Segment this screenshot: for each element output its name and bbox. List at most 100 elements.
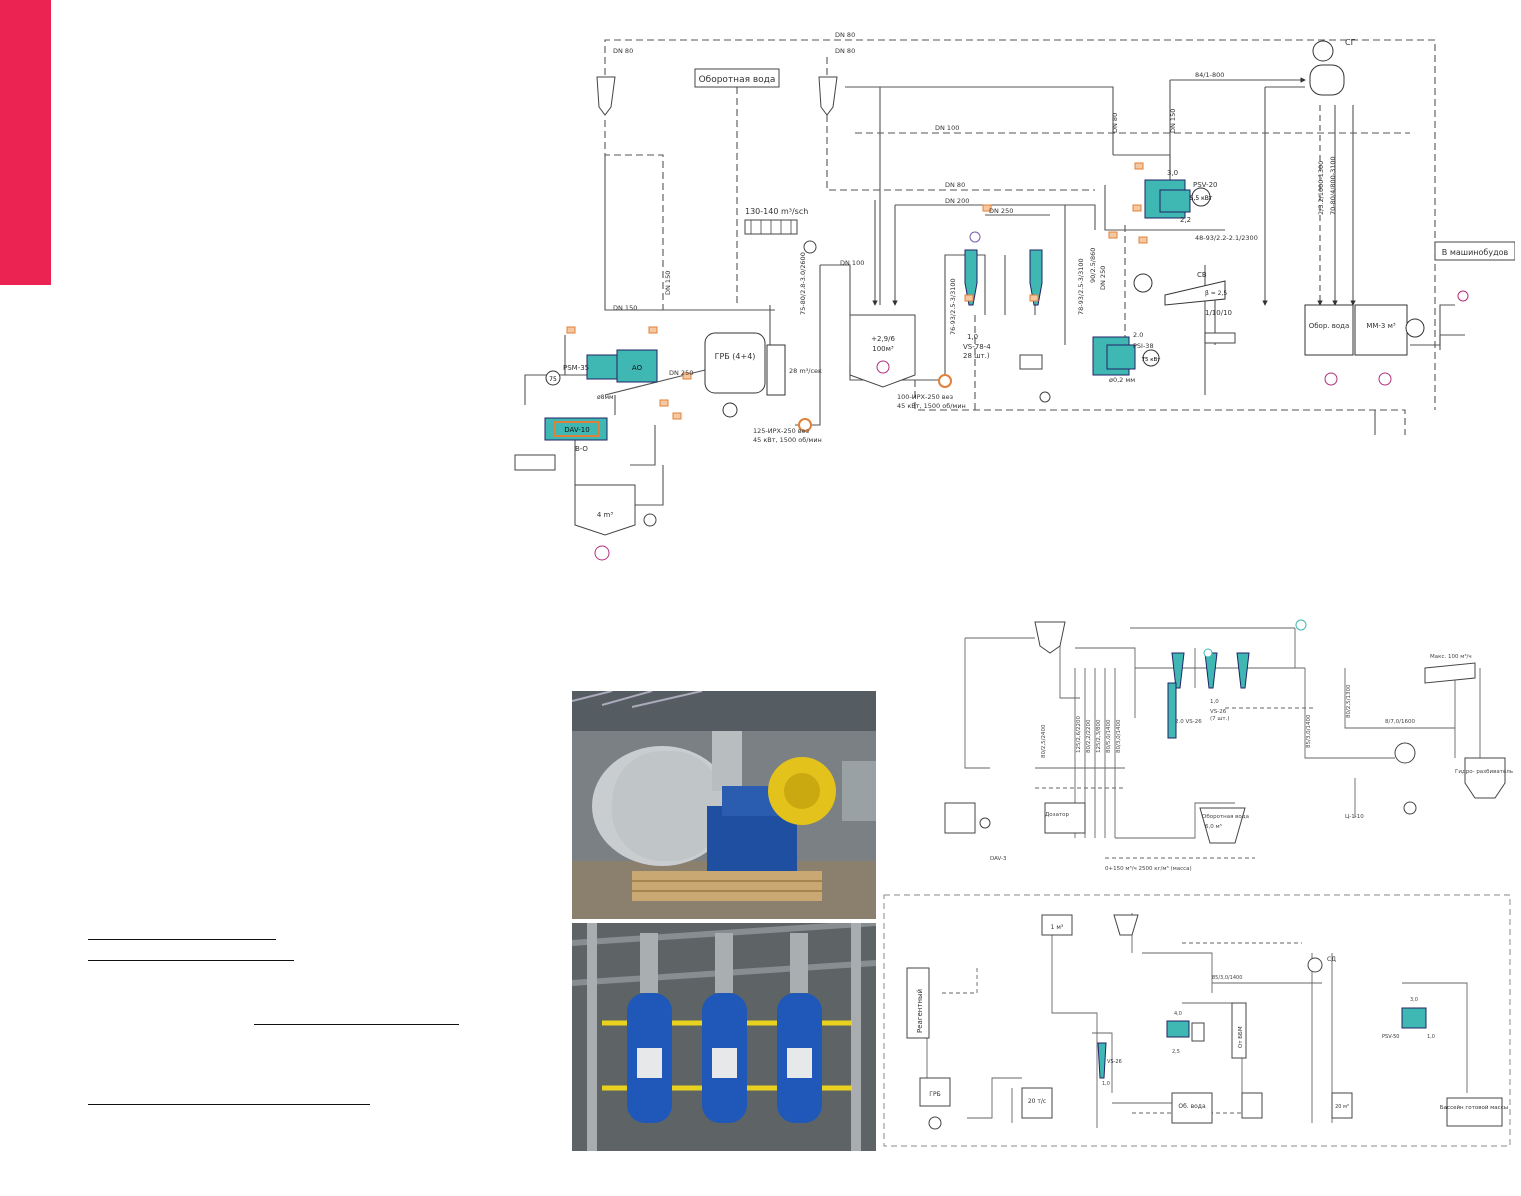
screen-lo4: 75 кВт xyxy=(1141,357,1161,363)
motor-75-label: 75 xyxy=(549,376,557,383)
tank-left-label: 4 m³ xyxy=(597,511,613,519)
chest-right: ММ-3 м³ xyxy=(1366,322,1396,330)
line-800: 84/1-800 xyxy=(1195,71,1224,79)
pipe-r2: 70-80/4/800-3100 xyxy=(1329,156,1337,215)
flow-rate-label: 130-140 m³/sch xyxy=(745,207,808,216)
rb-tank1: 20 т/с xyxy=(1028,1098,1046,1105)
screen-2: 2,2 xyxy=(1180,216,1191,224)
rb-small2: 2,5 xyxy=(1172,1049,1180,1055)
line-dn80-r: DN 80 xyxy=(1111,113,1119,133)
main-process-diagram: Оборотная вода 130-140 m³/sch ГРБ (4+4) … xyxy=(514,31,1515,561)
line-dn150-r: DN 150 xyxy=(1169,109,1177,133)
rt-right2: 80/2,5/1300 xyxy=(1346,684,1352,718)
underline-1 xyxy=(88,939,276,940)
rt-label-r2: Гидро- разбиватель xyxy=(1455,769,1513,775)
flow-28-label: 28 m³/сек xyxy=(789,367,822,375)
pulper-photo xyxy=(572,691,876,919)
pulper-label: ГРБ (4+4) xyxy=(715,352,756,361)
line-dn80-a: DN 80 xyxy=(613,47,633,55)
rb-reagent: Реагентный xyxy=(916,989,924,1033)
rt-vert3: 80/2,2/2200 xyxy=(1086,719,1092,753)
pipe-fine: 48-93/2.2-2.1/2300 xyxy=(1195,234,1258,242)
psm-label: PSM-35 xyxy=(563,364,589,372)
accent-bar xyxy=(0,0,51,285)
rt-label-r1: Ц-1-10 xyxy=(1345,814,1364,820)
pipe-c1: 78-93/2.5-3/3100 xyxy=(1077,258,1085,315)
sb-out: β = 2,5 xyxy=(1205,290,1227,297)
pump-main-2: 45 кВт, 1500 об/мин xyxy=(897,402,966,410)
right-top-diagram: 2.0 VS-26 1,0 VS-26 (7 шт.) Оборотная во… xyxy=(944,619,1513,872)
screen-3: 3,0 xyxy=(1167,169,1178,177)
pipe-c3: DN 250 xyxy=(1099,266,1107,290)
screen-1: PSV-20 xyxy=(1193,181,1217,189)
rt-rate: Макс. 100 м³/ч xyxy=(1430,653,1472,660)
rb-chest: 1 м³ xyxy=(1051,924,1064,931)
bd-label: В-О xyxy=(575,445,588,453)
pipe-left: 75-80/2.8-3.0/2600 xyxy=(799,252,807,315)
cleaner-2: 28 шт.) xyxy=(963,352,990,360)
rt-cleaner3: VS-26 xyxy=(1210,709,1227,715)
screen-lo3: PSI-38 xyxy=(1133,342,1154,350)
sb-val: 1/10/10 xyxy=(1205,309,1232,317)
pump-left-1: 125-ИРХ-250 вез xyxy=(753,427,810,435)
underline-4 xyxy=(88,1104,370,1105)
line-dn200: DN 200 xyxy=(945,197,969,205)
m55-label: 5,5 кВт xyxy=(1190,195,1213,202)
rt-vert4: 125/2,3/800 xyxy=(1096,719,1102,753)
screen-lo: 2.0 xyxy=(1133,331,1143,339)
cd-dim-label: ø8мм xyxy=(597,394,614,401)
sg-label: СГ xyxy=(1345,38,1356,47)
line-dn250: DN 250 xyxy=(669,369,693,377)
rb-stock: Бассейн готовой массы xyxy=(1440,1104,1508,1111)
return-water-label: Оборотная вода xyxy=(699,75,776,85)
rb-cd: СД xyxy=(1327,956,1336,963)
rt-vert6: 80/3,0/1400 xyxy=(1116,719,1122,753)
rb-small1: 1,0 xyxy=(1102,1081,1110,1087)
rb-dim1: 85/3,0/1400 xyxy=(1212,975,1242,981)
underline-3 xyxy=(254,1024,459,1025)
line-dn80-b: DN 80 xyxy=(835,47,855,55)
tank-mid-vol: +2,9/6 xyxy=(871,335,895,343)
tank-mid-vol2: 100м³ xyxy=(872,345,894,353)
psm-ad-label: АО xyxy=(632,364,643,372)
screen-lo2: ø0,2 мм xyxy=(1109,376,1135,384)
rb-dim2: 4,0 xyxy=(1174,1011,1182,1017)
cleaner-1: VS-78-4 xyxy=(963,343,991,351)
rt-cleaner2: 1,0 xyxy=(1210,699,1219,705)
sb-label: СВ xyxy=(1197,271,1207,279)
rt-vert5: 80/5,0/1400 xyxy=(1106,719,1112,753)
rt-right3: 8/7,0/1600 xyxy=(1385,719,1415,725)
rb-loop: От ББМ xyxy=(1238,1026,1244,1048)
pipe-c2: 90/2.5/860 xyxy=(1089,248,1097,283)
pump-left-2: 45 кВт, 1500 об/мин xyxy=(753,436,822,444)
rb-oborot: Об. вода xyxy=(1178,1103,1206,1110)
rt-water: Оборотная вода xyxy=(1202,814,1249,820)
cleaners-photo xyxy=(572,923,876,1151)
rb-screen: PSV-50 xyxy=(1382,1034,1399,1040)
rt-vert1: 80/2,5/2400 xyxy=(1041,724,1047,758)
chest-left: Обор. вода xyxy=(1309,322,1350,330)
line-dn100-b: DN 100 xyxy=(840,259,864,267)
rt-right1: 85/3,0/1400 xyxy=(1306,714,1312,748)
rb-cleaner: VS-26 xyxy=(1107,1059,1122,1065)
rb-tank2: 20 м³ xyxy=(1335,1104,1349,1110)
rt-cleaner: 2.0 VS-26 xyxy=(1175,719,1202,725)
rb-small3: 1,0 xyxy=(1427,1034,1435,1040)
underline-2 xyxy=(88,960,294,961)
line-dn80-top: DN 80 xyxy=(835,31,855,39)
line-dn150: DN 150 xyxy=(613,304,637,312)
rt-bottom: 0+150 м³/ч 2500 кг/м³ (масса) xyxy=(1105,865,1192,872)
dav-label: DAV-10 xyxy=(564,426,589,434)
line-dn250-b: DN 250 xyxy=(989,207,1013,215)
line-dn100: DN 100 xyxy=(935,124,959,132)
line-dn80-m: DN 80 xyxy=(945,181,965,189)
right-bottom-diagram: Реагентный ГРБ 1 м³ 20 т/с Об. вода 20 м… xyxy=(883,894,1511,1147)
rt-water2: 6,0 м³ xyxy=(1205,823,1222,830)
pipe-r1: 2/3.2/1000-1300 xyxy=(1317,161,1325,215)
line-dn150-v: DN 150 xyxy=(664,271,672,295)
rb-dim3: 3,0 xyxy=(1410,997,1418,1003)
to-machine-label: В машинобудов xyxy=(1442,248,1509,257)
rb-pulper: ГРБ xyxy=(929,1091,940,1098)
rt-cleaner4: (7 шт.) xyxy=(1210,716,1230,722)
pipe-mid: 76-93/2.5-3/3100 xyxy=(949,278,957,335)
